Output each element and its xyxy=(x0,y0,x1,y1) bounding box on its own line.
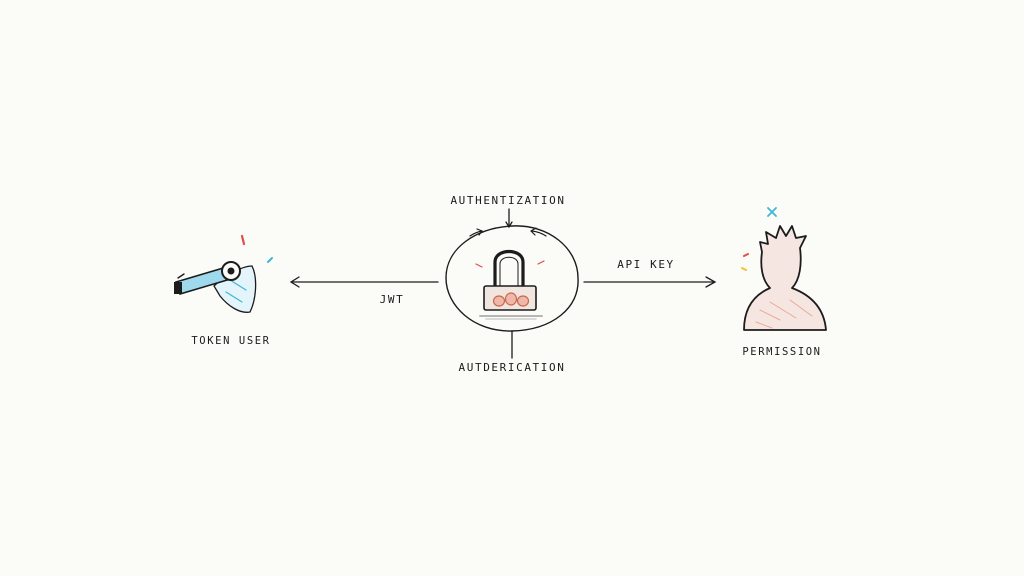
left-arrow xyxy=(289,276,439,288)
padlock-icon xyxy=(479,249,543,320)
right-node-label: PERMISSION xyxy=(742,346,821,358)
arc-arrow-right xyxy=(530,227,547,237)
right-arrow xyxy=(583,276,717,288)
key-accent-marks xyxy=(240,234,273,263)
left-node-label: TOKEN USER xyxy=(191,335,270,347)
arc-arrow-left xyxy=(469,228,483,237)
person-silhouette-icon xyxy=(743,225,827,331)
top-label: AUTHENTIZATION xyxy=(450,194,565,207)
spark-marks xyxy=(475,260,545,268)
person-accent-marks xyxy=(741,207,777,271)
right-edge-label: API KEY xyxy=(617,258,675,271)
left-edge-label: JWT xyxy=(380,293,405,306)
bottom-label: AUTDERICATION xyxy=(459,361,566,374)
key-card-icon xyxy=(174,261,257,313)
top-arrow xyxy=(505,208,513,229)
